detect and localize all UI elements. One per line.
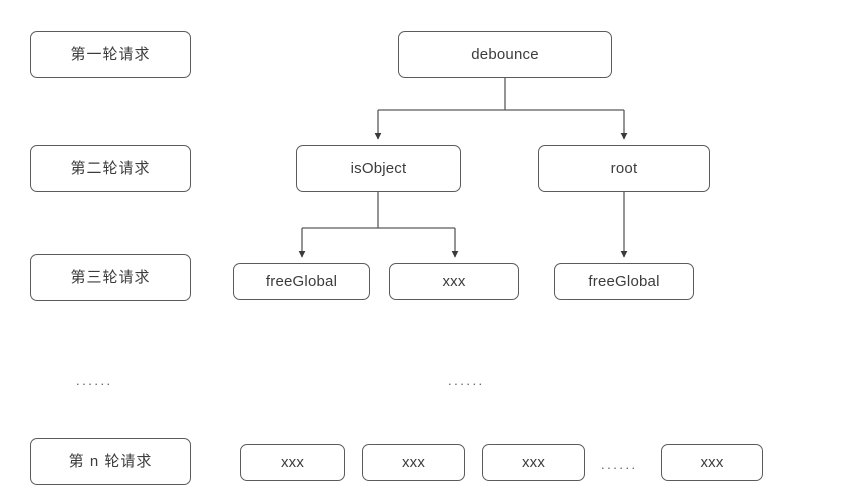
node-level-n-2[interactable]: xxx [362,444,465,481]
node-level-n-1[interactable]: xxx [240,444,345,481]
ellipsis-left-column: ...... [76,373,113,388]
ellipsis-bottom-row: ...... [601,457,638,472]
node-level-n-3[interactable]: xxx [482,444,585,481]
node-level-n-4[interactable]: xxx [661,444,763,481]
node-isobject[interactable]: isObject [296,145,461,192]
node-root[interactable]: root [538,145,710,192]
node-freeglobal-right[interactable]: freeGlobal [554,263,694,300]
round-label-n: 第 n 轮请求 [30,438,191,485]
node-freeglobal-left[interactable]: freeGlobal [233,263,370,300]
round-label-3: 第三轮请求 [30,254,191,301]
round-label-1: 第一轮请求 [30,31,191,78]
node-debounce[interactable]: debounce [398,31,612,78]
node-xxx-middle[interactable]: xxx [389,263,519,300]
ellipsis-tree-column: ...... [448,373,485,388]
round-label-2: 第二轮请求 [30,145,191,192]
